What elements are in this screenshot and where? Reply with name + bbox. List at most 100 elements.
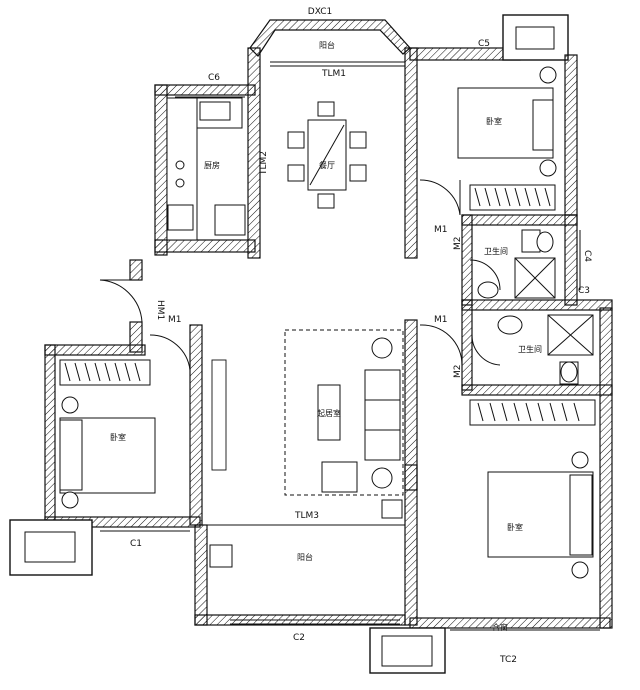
room-kitchen: 厨房 bbox=[204, 160, 220, 170]
door-m2-top-arc bbox=[469, 259, 501, 291]
dining-chair-4 bbox=[349, 164, 367, 182]
label-c4: C4 bbox=[582, 250, 592, 262]
room-dining: 餐厅 bbox=[319, 161, 335, 170]
room-bath-top: 卫生间 bbox=[484, 246, 508, 256]
label-m1-mid: M1 bbox=[434, 315, 448, 325]
c1-balcony-box bbox=[9, 519, 93, 576]
label-m1-top: M1 bbox=[434, 225, 448, 235]
washer bbox=[209, 544, 233, 568]
wardrobe-top-right-hangers bbox=[474, 187, 551, 207]
door-hm1-arc bbox=[99, 279, 143, 323]
wall-kitchen-top bbox=[154, 84, 256, 96]
sofa-seat-1 bbox=[364, 369, 401, 401]
wall-kitchen-bottom bbox=[154, 239, 256, 253]
stove-burner-2 bbox=[175, 178, 185, 188]
c5-window-box bbox=[502, 14, 569, 61]
wardrobe-bottom-hangers bbox=[477, 402, 580, 422]
label-c6: C6 bbox=[208, 73, 220, 83]
room-bedroom-top-right: 卧室 bbox=[486, 116, 502, 126]
armchair bbox=[321, 461, 358, 493]
nightstand-bottom-1 bbox=[571, 451, 589, 469]
stove-burner-1 bbox=[175, 160, 185, 170]
wall-bottom-balcony-left bbox=[194, 524, 208, 626]
walls bbox=[9, 14, 613, 674]
kitchen-sink bbox=[199, 101, 231, 121]
wall-left-bedroom-top bbox=[44, 344, 146, 356]
basin-bottom bbox=[497, 315, 523, 335]
wall-bath2-left bbox=[461, 299, 473, 391]
wall-right-bedroom-right bbox=[599, 307, 613, 629]
nightstand-left-1 bbox=[61, 396, 79, 414]
wardrobe-top-right bbox=[469, 184, 556, 211]
wall-kitchen-left bbox=[154, 84, 168, 256]
room-bath-bottom: 卫生间 bbox=[518, 344, 542, 354]
room-bedroom-left: 卧室 bbox=[110, 432, 126, 442]
living-rug bbox=[284, 329, 404, 496]
sofa-seat-2 bbox=[364, 399, 401, 431]
dining-chair-5 bbox=[317, 101, 335, 117]
wall-bath-top bbox=[461, 214, 578, 226]
nightstand-top-2 bbox=[539, 159, 557, 177]
label-tlm2: TLM2 bbox=[259, 151, 269, 176]
coffee-table bbox=[317, 384, 341, 441]
sofa-seat-3 bbox=[364, 429, 401, 461]
label-c2: C2 bbox=[293, 633, 305, 643]
wall-left-bedroom-right bbox=[189, 324, 203, 526]
c1-inner bbox=[24, 531, 76, 563]
nightstand-bottom-2 bbox=[571, 561, 589, 579]
label-dxc1: DXC1 bbox=[308, 7, 332, 17]
c5-inner bbox=[515, 26, 555, 50]
dining-chair-2 bbox=[287, 164, 305, 182]
label-hm1: HM1 bbox=[155, 300, 165, 320]
room-balcony-bottom: 阳台 bbox=[297, 552, 313, 562]
side-lamp-1 bbox=[371, 337, 393, 359]
nightstand-left-2 bbox=[61, 491, 79, 509]
wall-bath-mid bbox=[461, 299, 613, 311]
nightstand-top-1 bbox=[539, 66, 557, 84]
door-m2-bottom-arc bbox=[471, 334, 501, 366]
basin-top bbox=[477, 281, 499, 299]
desk bbox=[381, 499, 403, 519]
label-tlm1: TLM1 bbox=[321, 69, 346, 79]
label-c5: C5 bbox=[478, 39, 490, 49]
room-bedroom-bottom-right: 卧室 bbox=[507, 522, 523, 532]
dining-chair-1 bbox=[287, 131, 305, 149]
doors bbox=[99, 179, 501, 371]
shower-top-diag-b bbox=[514, 257, 556, 299]
wall-dining-right bbox=[404, 47, 418, 259]
dining-table-diag bbox=[309, 124, 345, 186]
labels: DXC1 C5 C6 C4 C3 C1 C2 TC2 TLM1 TLM2 TLM… bbox=[110, 7, 592, 665]
side-lamp-2 bbox=[371, 467, 393, 489]
door-m1-left-arc bbox=[149, 334, 191, 371]
room-balcony-bottom-right: 合窗 bbox=[492, 622, 508, 632]
label-m1-left: M1 bbox=[168, 315, 182, 325]
toilet-bottom-bowl bbox=[560, 361, 578, 383]
tc2-inner bbox=[381, 635, 433, 667]
wall-right-top bbox=[564, 54, 578, 216]
dining-chair-6 bbox=[317, 193, 335, 209]
wardrobe-left-hangers bbox=[64, 362, 141, 382]
wall-left-bedroom-left bbox=[44, 344, 56, 526]
bed-bottom-right-pillows bbox=[569, 474, 593, 556]
bed-top-right-pillows bbox=[532, 99, 554, 151]
wardrobe-wall-panel bbox=[211, 359, 227, 471]
label-tc2: TC2 bbox=[499, 655, 517, 665]
shower-bottom-diag-b bbox=[547, 314, 594, 356]
fridge bbox=[214, 204, 246, 236]
dining-chair-3 bbox=[349, 131, 367, 149]
kitchen-appliance bbox=[167, 204, 194, 231]
door-m1-top-arc bbox=[419, 179, 461, 216]
label-tlm3: TLM3 bbox=[294, 511, 319, 521]
room-balcony-top: 阳台 bbox=[319, 40, 335, 50]
bed-left-pillows bbox=[59, 419, 83, 491]
label-m2-top: M2 bbox=[453, 237, 463, 251]
room-living: 起居室 bbox=[317, 408, 341, 418]
door-m1-mid-arc bbox=[419, 324, 463, 366]
wall-right-bedroom-bottom bbox=[409, 617, 611, 629]
furniture bbox=[59, 66, 596, 579]
label-c1: C1 bbox=[130, 539, 142, 549]
wall-entry-left bbox=[129, 259, 143, 281]
label-m2-bottom: M2 bbox=[453, 365, 463, 379]
wall-dining-left bbox=[247, 47, 261, 259]
